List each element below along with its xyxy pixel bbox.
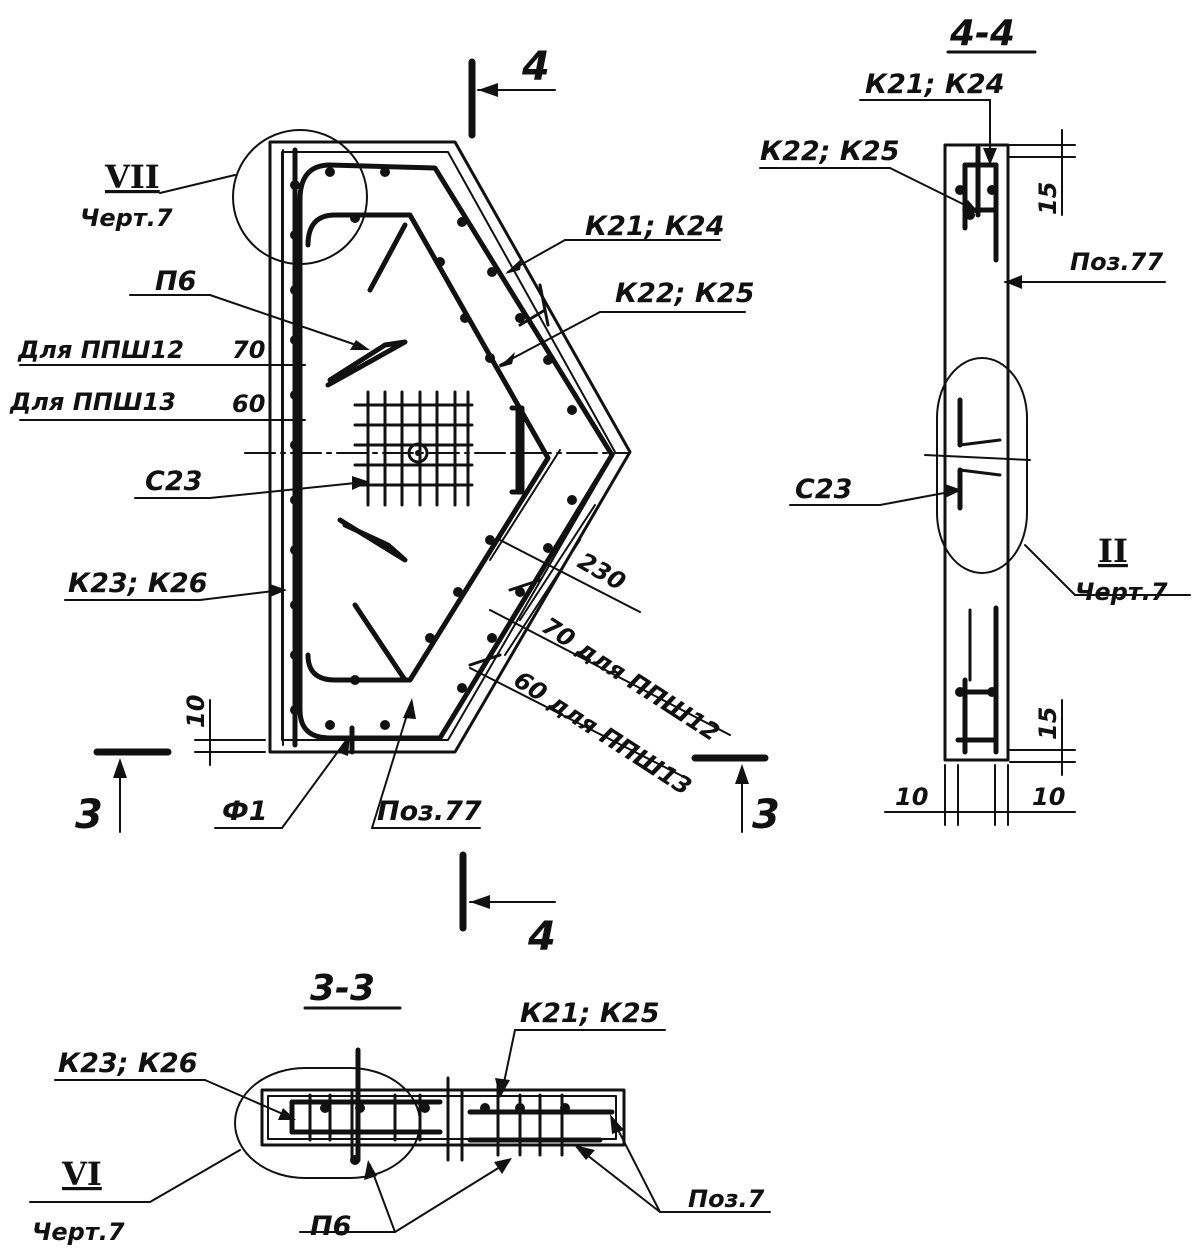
section-4-4-outline [943,143,1010,762]
panel-outline [268,140,632,754]
label-k22-k25: К22; К25 [615,278,754,309]
section-4-4-dim-15-bottom: 15 [1034,707,1062,740]
section-4-4-dim-15-top: 15 [1034,182,1062,215]
dim-10-left: 10 [182,695,210,728]
section-4-4-title: 4-4 [949,13,1015,54]
inner-diagonal-bar-upper [367,222,408,293]
section-3-right-label: 3 [752,792,780,838]
section-4-4-label-k21-k24: К21; К24 [865,69,1004,100]
section-4-4-label-poz77: Поз.77 [1070,248,1163,276]
dim-70: 70 [232,336,265,364]
dim-60-ppsh13: 60 для ППШ13 [509,666,697,802]
lower-diagonal-dots [425,495,577,693]
section-4-4-label-c23: С23 [795,474,852,505]
dim-70-ppsh12: 70 для ППШ12 [537,612,725,748]
label-poz77: Поз.77 [377,796,482,827]
upper-diagonal-dots [435,217,577,415]
callout-vi-roman: VI [61,1155,102,1193]
callout-ii-oval [936,357,1028,574]
section-3-3-label-poz: Поз.7 [688,1185,765,1213]
section-4-4: 4-4 К21; К24 К22; К25 [759,13,1191,826]
label-for-ppsh12: Для ППШ12 [17,336,184,364]
section-4-4-label-k22-k25: К22; К25 [760,136,899,167]
p6-loop-upper [325,339,408,388]
inner-diagonal-bar-lower [352,602,408,683]
callout-ii-roman: II [1098,532,1128,570]
callout-vii-circle [232,129,368,265]
main-view: VII Черт.7 К21; К24 К22; К25 П6 Для ППШ1… [9,44,780,960]
bottom-edge-dots [325,675,390,730]
section-3-3-outline [260,1088,626,1147]
section-3-3-label-k23-k26: К23; К26 [58,1048,197,1079]
callout-vi-oval [234,1067,421,1179]
label-f1: Ф1 [222,796,268,827]
cage-k22-inner [305,212,551,683]
cage-k21-outer [297,162,615,741]
section-3-left-label: 3 [75,792,103,838]
top-edge-dots [325,167,390,223]
callout-ii-ref: Черт.7 [1075,578,1168,606]
callout-vi-ref: Черт.7 [32,1218,125,1246]
section-4-top-label: 4 [521,44,550,90]
label-for-ppsh13: Для ППШ13 [9,388,176,416]
section-3-3-label-p6: П6 [310,1211,351,1242]
dim-230: 230 [573,547,630,596]
callout-vii-roman: VII [104,158,160,196]
label-p6: П6 [155,266,196,297]
callout-vii-ref: Черт.7 [80,204,173,232]
section-4-4-dim-10-left: 10 [895,783,928,811]
section-3-3-label-k21-k25: К21; К25 [520,998,659,1029]
section-3-3-title: 3-3 [310,968,375,1009]
c23-mesh [353,390,474,507]
section-3-3: 3-3 К21; К25 [29,968,771,1246]
section-4-4-dim-10-right: 10 [1032,783,1065,811]
left-edge-dots [290,180,300,715]
label-c23: С23 [145,466,202,497]
dim-60: 60 [232,390,265,418]
label-k21-k24: К21; К24 [585,211,724,242]
section-4-bottom-label: 4 [527,914,556,960]
right-dimensions [469,449,731,781]
label-k23-k26: К23; К26 [68,568,207,599]
p6-loop-lower [337,517,408,563]
